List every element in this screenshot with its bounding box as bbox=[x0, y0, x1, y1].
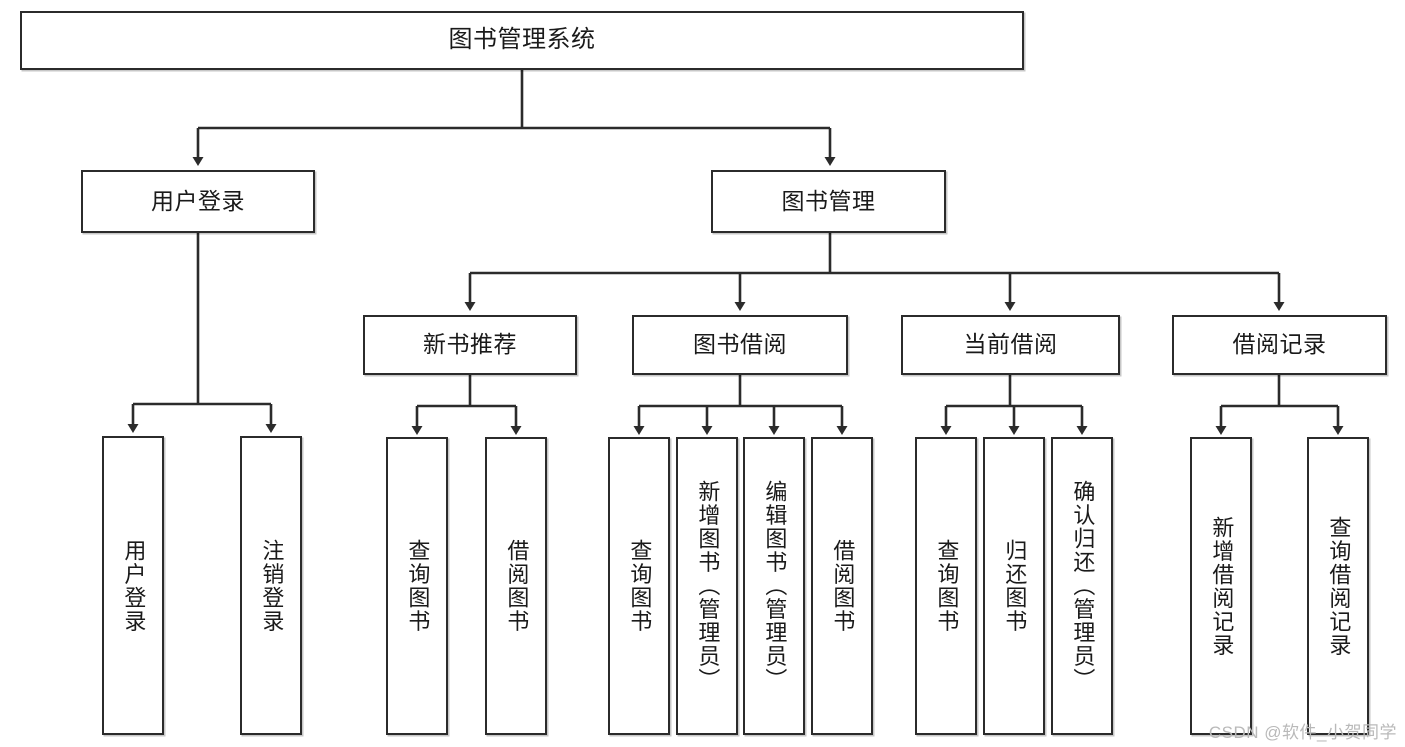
node-label: 图书管理系统 bbox=[448, 26, 596, 54]
node-label: 确认归还（管理员） bbox=[1070, 480, 1096, 692]
node-label: 当前借阅 bbox=[963, 331, 1058, 358]
node-label: 借阅记录 bbox=[1232, 331, 1327, 358]
node-label: 新书推荐 bbox=[423, 331, 517, 358]
node-label: 用户登录 bbox=[151, 187, 245, 214]
leaf-query-book-borrow[interactable]: 查询图书 bbox=[608, 437, 670, 735]
node-label: 查询图书 bbox=[627, 539, 653, 633]
node-label: 查询图书 bbox=[405, 539, 431, 633]
leaf-query-borrow-record[interactable]: 查询借阅记录 bbox=[1307, 437, 1369, 735]
node-label: 图书管理 bbox=[781, 187, 876, 214]
node-label: 查询图书 bbox=[934, 539, 960, 633]
node-user-login[interactable]: 用户登录 bbox=[81, 170, 315, 233]
leaf-borrow-book-borrow[interactable]: 借阅图书 bbox=[811, 437, 873, 735]
node-label: 新增图书（管理员） bbox=[695, 480, 721, 692]
leaf-confirm-return-admin[interactable]: 确认归还（管理员） bbox=[1051, 437, 1113, 735]
leaf-add-borrow-record[interactable]: 新增借阅记录 bbox=[1190, 437, 1252, 735]
node-borrow-record[interactable]: 借阅记录 bbox=[1172, 315, 1387, 375]
leaf-return-book[interactable]: 归还图书 bbox=[983, 437, 1045, 735]
leaf-user-login[interactable]: 用户登录 bbox=[102, 436, 164, 735]
leaf-edit-book-admin[interactable]: 编辑图书（管理员） bbox=[743, 437, 805, 735]
node-label: 查询借阅记录 bbox=[1326, 515, 1352, 657]
leaf-logout[interactable]: 注销登录 bbox=[240, 436, 302, 735]
node-label: 借阅图书 bbox=[830, 539, 856, 633]
node-book-management-system[interactable]: 图书管理系统 bbox=[20, 11, 1024, 70]
leaf-query-book-newbook[interactable]: 查询图书 bbox=[386, 437, 448, 735]
node-label: 新增借阅记录 bbox=[1209, 515, 1235, 657]
node-book-borrow[interactable]: 图书借阅 bbox=[632, 315, 848, 375]
node-label: 借阅图书 bbox=[504, 539, 530, 633]
leaf-query-book-current[interactable]: 查询图书 bbox=[915, 437, 977, 735]
node-new-book-recommendation[interactable]: 新书推荐 bbox=[363, 315, 577, 375]
leaf-add-book-admin[interactable]: 新增图书（管理员） bbox=[676, 437, 738, 735]
node-label: 图书借阅 bbox=[693, 331, 787, 358]
node-label: 编辑图书（管理员） bbox=[762, 480, 788, 692]
node-label: 注销登录 bbox=[259, 538, 285, 633]
leaf-borrow-book-newbook[interactable]: 借阅图书 bbox=[485, 437, 547, 735]
node-current-borrow[interactable]: 当前借阅 bbox=[901, 315, 1120, 375]
node-label: 归还图书 bbox=[1002, 539, 1028, 633]
node-book-management[interactable]: 图书管理 bbox=[711, 170, 946, 233]
watermark-text: CSDN @软件_小贺同学 bbox=[1208, 723, 1397, 742]
node-label: 用户登录 bbox=[121, 538, 147, 633]
